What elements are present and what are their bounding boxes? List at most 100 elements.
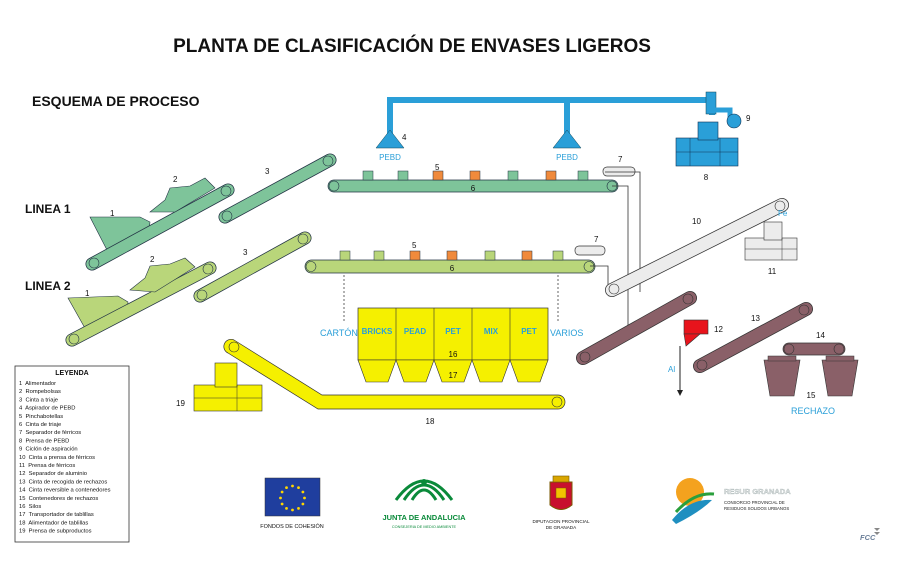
num-7-bottom: 7 [594,235,599,244]
byproduct-press [193,362,263,412]
num-5-top: 5 [435,163,440,172]
num-16: 16 [449,350,458,359]
num-2-bottom: 2 [150,255,155,264]
num-13: 13 [751,314,760,323]
ferrous-press-conveyor [605,198,789,297]
ferrous-separator-1 [602,166,636,177]
legend-item: 14 Cinta reversible a contenedores [19,488,111,494]
reversible-conveyor [782,342,846,356]
num-8: 8 [704,173,709,182]
legend-item: 4 Aspirador de PEBD [19,406,75,412]
silo-label-1: BRICKS [362,327,393,336]
legend-items: 1 Alimentador 2 Rompebolsas 3 Cinta a tria… [19,381,111,535]
slat-feeder-conveyor [223,339,566,410]
legend-item: 6 Cinta de triaje [19,422,61,428]
silo-label-5: PET [521,327,537,336]
legend-item: 19 Prensa de subproductos [19,529,92,535]
suction-pipe [387,91,733,135]
num-3-bottom: 3 [243,248,248,257]
legend-title: LEYENDA [55,370,88,377]
aspiration-cyclone [726,113,742,129]
bag-opener-1 [149,177,216,213]
num-15: 15 [807,391,816,400]
al-label: Al [668,365,675,374]
reject-container-1 [763,355,801,397]
sorting-conveyor-1 [327,179,619,193]
num-17: 17 [449,371,458,380]
diputacion-crest [549,475,573,510]
linea-1-label: LINEA 1 [25,202,71,216]
pebd-press [675,121,739,167]
diputacion-caption-2: DE GRANADA [546,525,577,530]
pebd-hood-1 [375,129,405,149]
page-title: PLANTA DE CLASIFICACIÓN DE ENVASES LIGER… [173,35,651,57]
num-1-bottom: 1 [85,289,90,298]
silo-label-2: PEAD [404,327,426,336]
legend-item: 9 Ciclón de aspiración [19,447,78,453]
feeder-2 [65,261,217,347]
legend-item: 8 Prensa de PEBD [19,438,69,444]
num-19: 19 [176,399,185,408]
legend-item: 13 Cinta de recogida de rechazos [19,479,107,485]
legend-item: 16 Silos [19,504,41,510]
pebd-hood-2 [552,129,582,149]
silo-label-4: MIX [484,327,499,336]
legend-item: 10 Cinta a prensa de férricos [19,455,95,461]
legend-item: 18 Alimentador de tablillas [19,520,88,526]
num-2-top: 2 [173,175,178,184]
carton-label: CARTÓN [320,328,358,338]
num-18: 18 [426,417,435,426]
num-4: 4 [402,133,407,142]
bottle-piercers-2 [339,250,564,261]
num-5-bottom: 5 [412,241,417,250]
legend-item: 1 Alimentador [19,381,56,387]
num-9: 9 [746,114,751,123]
legend-item: 12 Separador de aluminio [19,471,87,477]
pebd-label-2: PEBD [556,153,578,162]
legend-item: 11 Prensa de férricos [19,463,75,469]
fcc-logo [874,528,880,535]
legend-item: 7 Separador de férricos [19,430,81,436]
num-1-top: 1 [110,209,115,218]
diputacion-caption-1: DIPUTACION PROVINCIAL [532,519,590,524]
fcc-text: FCC [860,533,876,542]
eu-caption: FONDOS DE COHESIÓN [260,523,324,530]
legend-item: 17 Transportador de tablillas [19,512,94,518]
bag-opener-2 [129,257,196,293]
num-6-bottom: 6 [450,264,455,273]
num-6-top: 6 [471,184,476,193]
sorting-feed-conveyor-2 [193,231,312,303]
legend-item: 2 Rompebolsas [19,389,61,395]
ferrous-separator-2 [574,245,606,256]
resur-caption-2: RESIDUOS SOLIDOS URBANOS [724,506,789,511]
resur-granada-logo [672,478,715,524]
aluminium-separator [677,319,709,396]
reject-container-2 [821,355,859,397]
reject-collection-conveyor-2 [693,302,813,373]
bottle-piercers-1 [362,170,589,181]
legend-item: 5 Pinchabotellas [19,414,63,420]
reject-collection-conveyor-1 [576,291,697,365]
legend-item: 15 Contenedores de rechazos [19,496,98,502]
num-7-top: 7 [618,155,623,164]
num-14: 14 [816,331,825,340]
silos [357,307,549,383]
legend-item: 3 Cinta a triaje [19,397,58,403]
junta-name: JUNTA DE ANDALUCIA [382,513,466,522]
ferrous-press [744,221,798,261]
legend-box [14,365,130,543]
num-12: 12 [714,325,723,334]
sorting-feed-conveyor-1 [218,153,337,224]
silo-label-3: PET [445,327,461,336]
resur-caption-1: CONSORCIO PROVINCIAL DE [724,500,785,505]
page-subtitle: ESQUEMA DE PROCESO [32,93,200,109]
feeder-1 [85,183,235,271]
junta-logo [394,479,454,501]
num-3-top: 3 [265,167,270,176]
rechazo-label: RECHAZO [791,406,835,416]
num-11: 11 [768,267,777,276]
resur-name: RESUR GRANADA [724,487,791,496]
varios-label: VARIOS [550,328,583,338]
